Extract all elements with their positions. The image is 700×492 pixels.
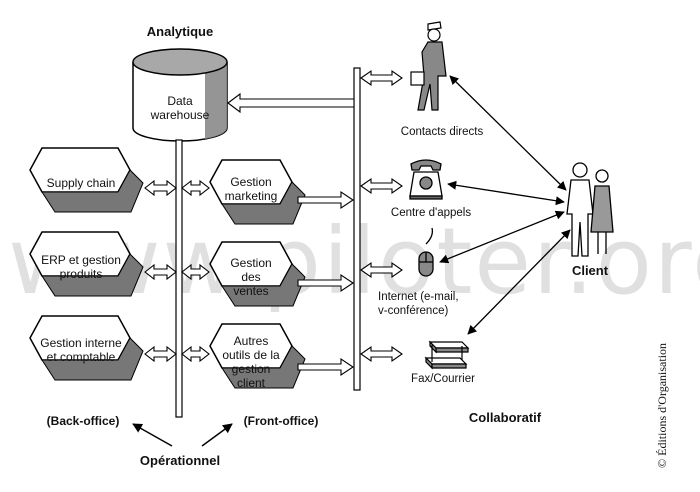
warehouse-link-arrow	[227, 92, 355, 114]
erp-line1: ERP et gestion	[41, 253, 121, 267]
collaborative-bus	[353, 67, 361, 391]
front-to-bus-arrows	[297, 190, 354, 377]
gestion-interne-line1: Gestion interne	[40, 336, 122, 350]
autres-line4: client	[236, 376, 265, 390]
ventes-line1: Gestion	[230, 256, 272, 270]
marketing-line2: marketing	[224, 189, 278, 203]
operational-backbone	[175, 139, 183, 418]
marketing-line1: Gestion	[230, 175, 272, 189]
autres-line2: outils de la	[222, 348, 280, 362]
client-channel-arrows	[439, 75, 571, 335]
copyright-notice: © Éditions d'Organisation	[655, 342, 669, 468]
channel-label-internet: Internet (e-mail, v-conférence)	[378, 290, 498, 318]
channel-label-centre-appels: Centre d'appels	[390, 207, 472, 219]
autres-line3: gestion	[231, 362, 271, 376]
internet-line2: v-conférence)	[378, 305, 449, 317]
title-collaboratif: Collaboratif	[468, 410, 542, 425]
gestion-interne-line2: et comptable	[46, 350, 116, 364]
hexagon-gestion-ventes	[209, 241, 306, 307]
operational-label-arrows	[132, 423, 233, 447]
title-operationnel: Opérationnel	[139, 453, 221, 468]
data-warehouse-line1: Data	[167, 94, 193, 108]
back-office-label-gestion-interne: Gestion interne et comptable	[34, 336, 128, 364]
mouse-icon	[418, 227, 434, 277]
front-office-hexagons	[209, 159, 306, 389]
label-front-office: (Front-office)	[243, 414, 319, 428]
back-office-hexagons	[29, 147, 144, 381]
hexagon-gestion-marketing	[209, 159, 306, 225]
bus-to-channel-arrows	[360, 69, 403, 363]
title-analytique: Analytique	[146, 24, 214, 39]
channel-label-fax-courrier: Fax/Courrier	[411, 373, 475, 385]
back-office-label-supply-chain: Supply chain	[46, 176, 116, 190]
front-office-label-ventes: Gestion des ventes	[212, 256, 290, 298]
data-warehouse-line2: warehouse	[150, 108, 210, 122]
front-office-label-marketing: Gestion marketing	[212, 175, 290, 203]
operational-connectors	[144, 179, 210, 363]
telephone-icon	[409, 159, 443, 200]
ventes-line2: des	[241, 270, 261, 284]
label-client: Client	[571, 263, 609, 278]
hexagon-erp	[29, 231, 144, 297]
front-office-label-autres: Autres outils de la gestion client	[212, 334, 290, 390]
channel-label-contacts-directs: Contacts directs	[400, 126, 484, 138]
data-warehouse-label: Data warehouse	[140, 94, 220, 122]
hexagon-gestion-interne	[29, 315, 144, 381]
letter-tray-icon	[424, 340, 470, 370]
person-with-briefcase-icon	[410, 21, 447, 111]
hexagon-supply-chain	[29, 147, 144, 213]
ventes-line3: ventes	[233, 284, 269, 298]
back-office-label-erp: ERP et gestion produits	[34, 253, 128, 281]
erp-line2: produits	[59, 267, 103, 281]
autres-line1: Autres	[233, 334, 269, 348]
label-back-office: (Back-office)	[46, 414, 120, 428]
internet-line1: Internet (e-mail,	[378, 291, 459, 303]
client-couple-icon	[566, 162, 614, 257]
hexagon-autres-outils	[209, 323, 306, 389]
